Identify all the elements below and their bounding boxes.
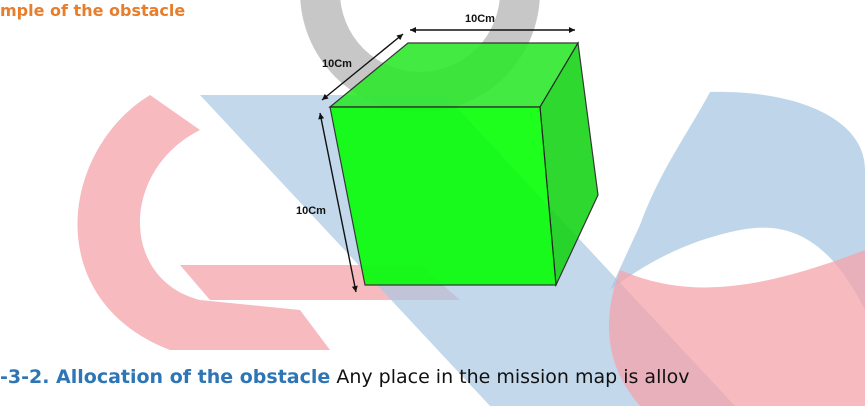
body-text: Any place in the mission map is allov bbox=[330, 366, 690, 388]
dimension-arrow-height bbox=[318, 112, 358, 293]
watermark-red-g bbox=[77, 95, 330, 350]
section-heading: mple of the obstacle bbox=[0, 1, 186, 20]
cube-top-face bbox=[328, 42, 580, 108]
dimension-label-left: 10Cm bbox=[322, 58, 352, 70]
watermark-blue-c bbox=[610, 91, 865, 310]
section-number-label: -3-2. Allocation of the obstacle bbox=[0, 366, 331, 388]
body-paragraph: -3-2. Allocation of the obstacle Any pla… bbox=[0, 364, 690, 390]
cube-front-face bbox=[329, 106, 557, 286]
dimension-label-top: 10Cm bbox=[465, 13, 495, 25]
dimension-arrow-left bbox=[321, 33, 404, 101]
watermark-red-lower bbox=[608, 250, 865, 406]
dimension-label-height: 10Cm bbox=[296, 205, 326, 217]
